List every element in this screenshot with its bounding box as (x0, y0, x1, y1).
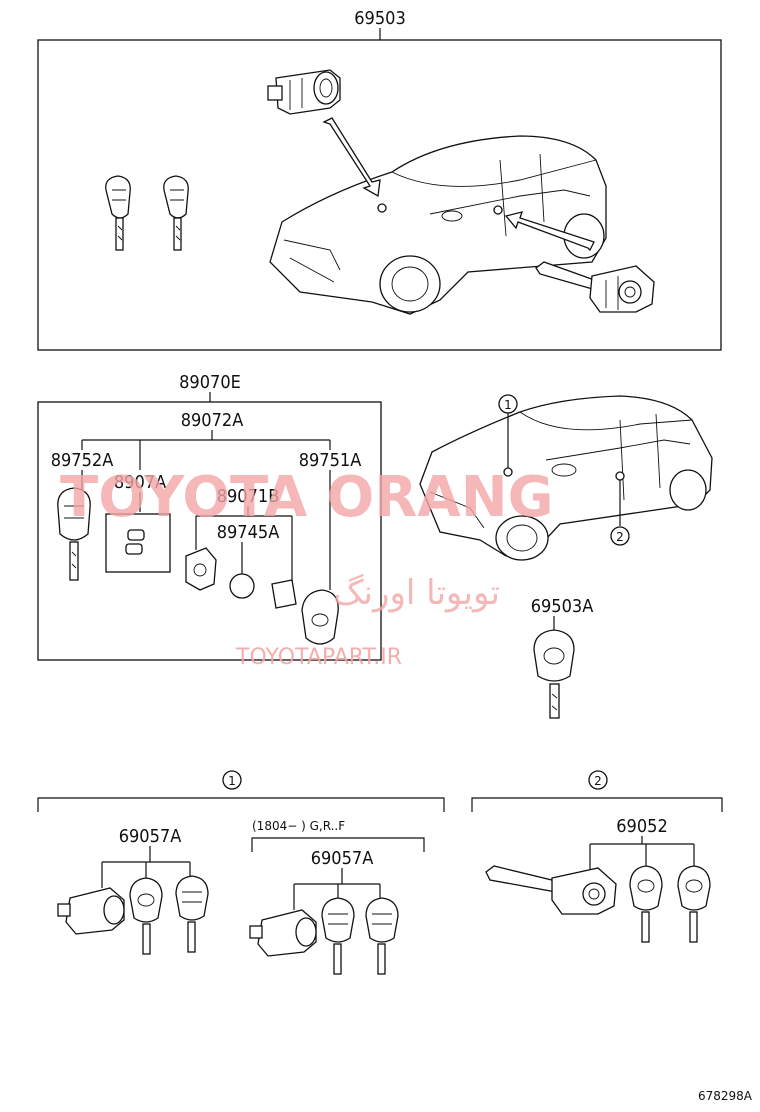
key-69057A-right-2[interactable] (365, 897, 399, 975)
ignition-lock-assembly[interactable] (535, 261, 655, 313)
battery-89745A[interactable] (229, 573, 255, 599)
callout-number-2: 2 (616, 530, 624, 544)
arrow-to-door (322, 117, 381, 198)
figure-id: 678298A (698, 1089, 753, 1103)
key-89752A[interactable] (57, 487, 91, 581)
key-69052-1[interactable] (629, 865, 663, 943)
part-label-89070E[interactable]: 89070E (179, 372, 241, 393)
part-label-89071B[interactable]: 89071B (217, 486, 280, 507)
key-top-1[interactable] (105, 175, 131, 251)
part-label-69503A[interactable]: 69503A (531, 596, 594, 617)
part-label-89751A[interactable]: 89751A (299, 450, 362, 471)
arrow-to-ignition (504, 211, 595, 252)
callout-marker-2[interactable] (610, 526, 630, 546)
key-69057A-left-2[interactable] (175, 875, 209, 953)
key-69503A[interactable] (533, 629, 575, 719)
part-label-69057A-left[interactable]: 69057A (119, 826, 182, 847)
group-marker-2 (588, 770, 608, 790)
vehicle-illustration-top (269, 135, 607, 315)
key-69057A-left-1[interactable] (129, 877, 163, 955)
date-range-bracket (251, 837, 425, 852)
part-label-69052[interactable]: 69052 (616, 816, 668, 837)
assembly-frame-89070E (37, 401, 382, 661)
vehicle-illustration-locations (419, 395, 713, 561)
part-label-69503[interactable]: 69503 (354, 8, 406, 29)
remote-89751A[interactable] (301, 589, 339, 645)
group-number-2: 2 (594, 774, 602, 788)
ignition-switch-69052[interactable] (485, 865, 617, 915)
part-label-89745A[interactable]: 89745A (217, 522, 280, 543)
group-bracket-1 (37, 797, 445, 812)
part-label-89752A[interactable]: 89752A (51, 450, 114, 471)
group-bracket-2 (471, 797, 723, 812)
group-marker-1 (222, 770, 242, 790)
watermark-brand: TOYOTA ORANG (60, 465, 554, 530)
lock-cylinder-69057A-right[interactable] (249, 909, 317, 957)
date-range-note: (1804− ) G,R..F (252, 819, 345, 833)
callout-number-1: 1 (504, 398, 512, 412)
assembly-frame-69503 (37, 39, 722, 351)
watermark-persian: تویوتا اورنگ (333, 573, 500, 613)
part-label-8907A[interactable]: 8907A (114, 472, 166, 493)
lock-cylinder-69057A-left[interactable] (57, 887, 125, 935)
key-top-2[interactable] (163, 175, 189, 251)
door-lock-cylinder[interactable] (267, 69, 341, 115)
location-dot-2 (615, 471, 625, 481)
watermark-site: TOYOTAPART.IR (235, 645, 402, 670)
callout-marker-1[interactable] (498, 394, 518, 414)
transponder-chip-8907A[interactable] (105, 513, 171, 573)
key-module-89071B[interactable] (185, 547, 217, 591)
part-label-89072A[interactable]: 89072A (181, 410, 244, 431)
key-cover[interactable] (271, 579, 297, 609)
part-label-69057A-right[interactable]: 69057A (311, 848, 374, 869)
key-69057A-right-1[interactable] (321, 897, 355, 975)
key-69052-2[interactable] (677, 865, 711, 943)
group-number-1: 1 (228, 774, 236, 788)
location-dot-1 (503, 467, 513, 477)
